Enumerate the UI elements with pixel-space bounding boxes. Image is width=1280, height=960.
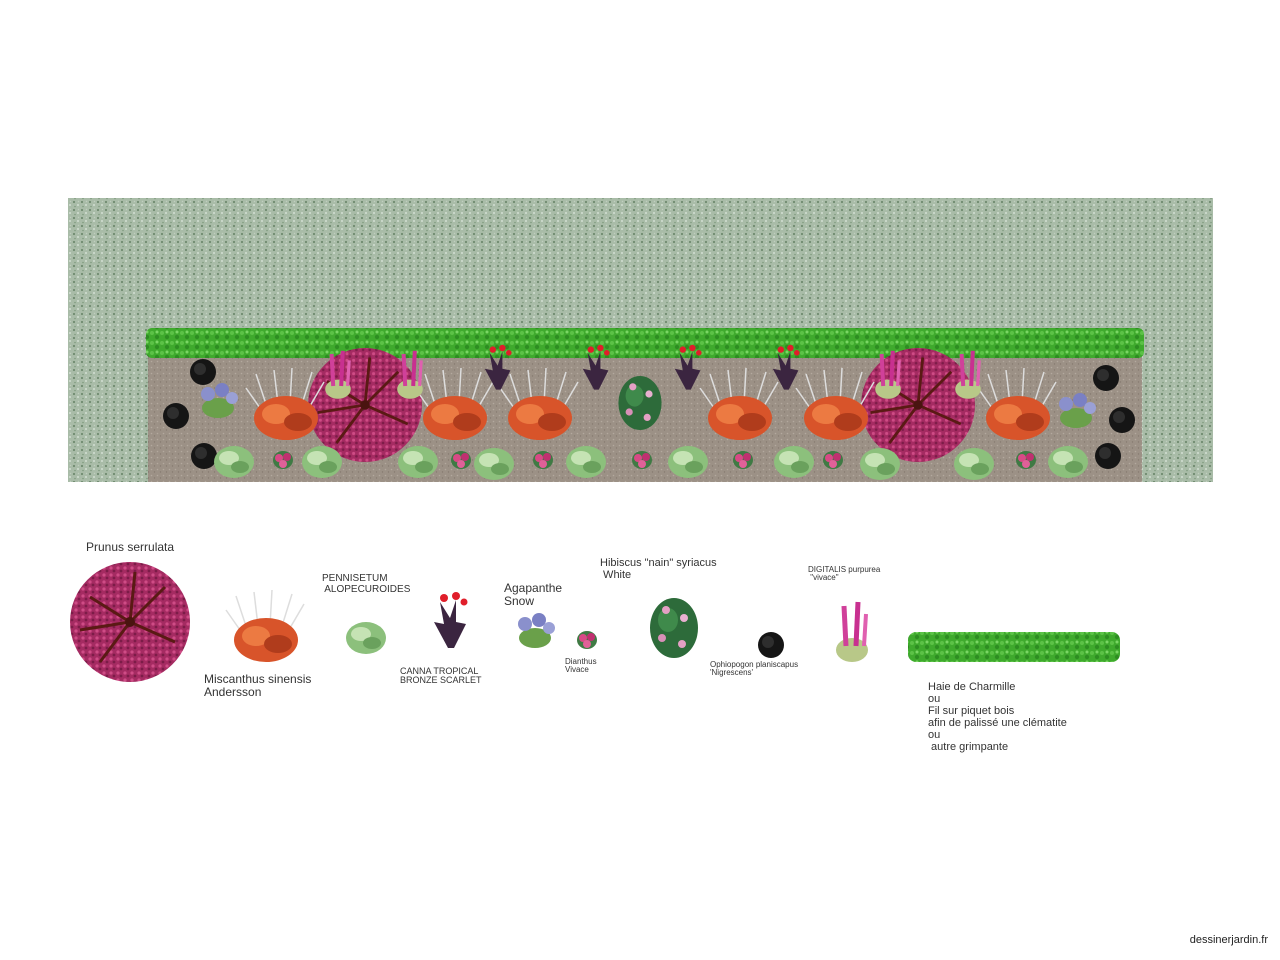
legend-miscanthus-symbol <box>225 589 305 663</box>
label-dianthus: Dianthus Vivace <box>565 657 597 675</box>
label-digitalis: DIGITALIS purpurea "vivace" <box>808 565 881 583</box>
bed-ophiopogon <box>190 359 216 385</box>
legend-hibiscus-symbol <box>650 598 698 658</box>
bed-dianthus <box>451 451 471 469</box>
legend-pennisetum-symbol <box>346 622 386 654</box>
bed-dianthus <box>533 451 553 469</box>
bed-ophiopogon <box>163 403 189 429</box>
label-haie: Haie de Charmille ou Fil sur piquet bois… <box>928 681 1067 754</box>
legend-ophiopogon-symbol <box>758 632 784 658</box>
bed-pennisetum <box>1048 446 1088 478</box>
bed-pennisetum <box>474 448 514 480</box>
label-ophiopogon: Ophiopogon planiscapus 'Nigrescens' <box>710 660 799 678</box>
label-hibiscus: Hibiscus "nain" syriacus White <box>600 557 717 581</box>
legend-canna-symbol <box>434 592 468 648</box>
legend-dianthus-symbol <box>577 631 597 649</box>
bed-pennisetum <box>954 448 994 480</box>
label-miscanthus: Miscanthus sinensis Andersson <box>204 672 312 699</box>
bed-dianthus <box>733 451 753 469</box>
hedge-strip <box>146 328 1144 358</box>
bed-dianthus <box>632 451 652 469</box>
bed-ophiopogon <box>1095 443 1121 469</box>
bed-pennisetum <box>398 446 438 478</box>
bed-pennisetum <box>214 446 254 478</box>
bed-pennisetum <box>302 446 342 478</box>
legend-haie-symbol <box>908 632 1120 662</box>
bed-pennisetum <box>774 446 814 478</box>
label-agapanthe: Agapanthe Snow <box>504 581 563 608</box>
bed-pennisetum <box>860 448 900 480</box>
bed-pennisetum <box>566 446 606 478</box>
bed-ophiopogon <box>191 443 217 469</box>
bed-dianthus <box>273 451 293 469</box>
legend-prunus-symbol <box>68 560 192 684</box>
site-credit[interactable]: dessinerjardin.fr <box>1189 934 1268 946</box>
bed-hibiscus <box>618 376 662 430</box>
legend-agapanthe-symbol <box>518 613 555 648</box>
legend-digitalis-symbol <box>836 602 868 662</box>
bed-prunus-right <box>859 346 977 464</box>
label-prunus: Prunus serrulata <box>86 540 175 554</box>
bed-dianthus <box>823 451 843 469</box>
bed-dianthus <box>1016 451 1036 469</box>
bed-pennisetum <box>668 446 708 478</box>
bed-ophiopogon <box>1093 365 1119 391</box>
bed-ophiopogon <box>1109 407 1135 433</box>
label-canna: CANNA TROPICAL BRONZE SCARLET <box>400 666 482 686</box>
label-pennisetum: PENNISETUM ALOPECUROIDES <box>322 573 411 595</box>
